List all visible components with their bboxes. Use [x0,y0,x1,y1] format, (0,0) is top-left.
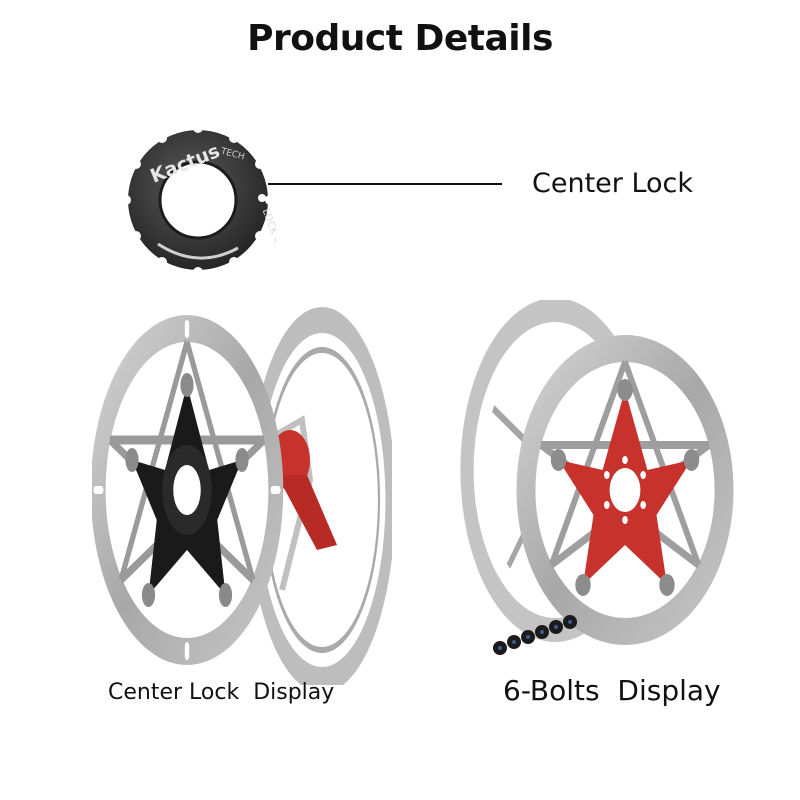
page-title: Product Details [247,18,553,59]
caption-six-bolts-display: 6-Bolts Display [503,674,721,707]
caption-center-lock-display: Center Lock Display [108,680,335,705]
bolts-image [493,615,577,655]
callout-label: Center Lock [532,168,694,199]
center-lock-rotor-image [92,307,392,685]
six-bolt-rotor-image [460,300,734,645]
lockring-image: Kactus TECH LOCK 40N.m [121,128,276,272]
callout-leader-line [268,183,502,185]
